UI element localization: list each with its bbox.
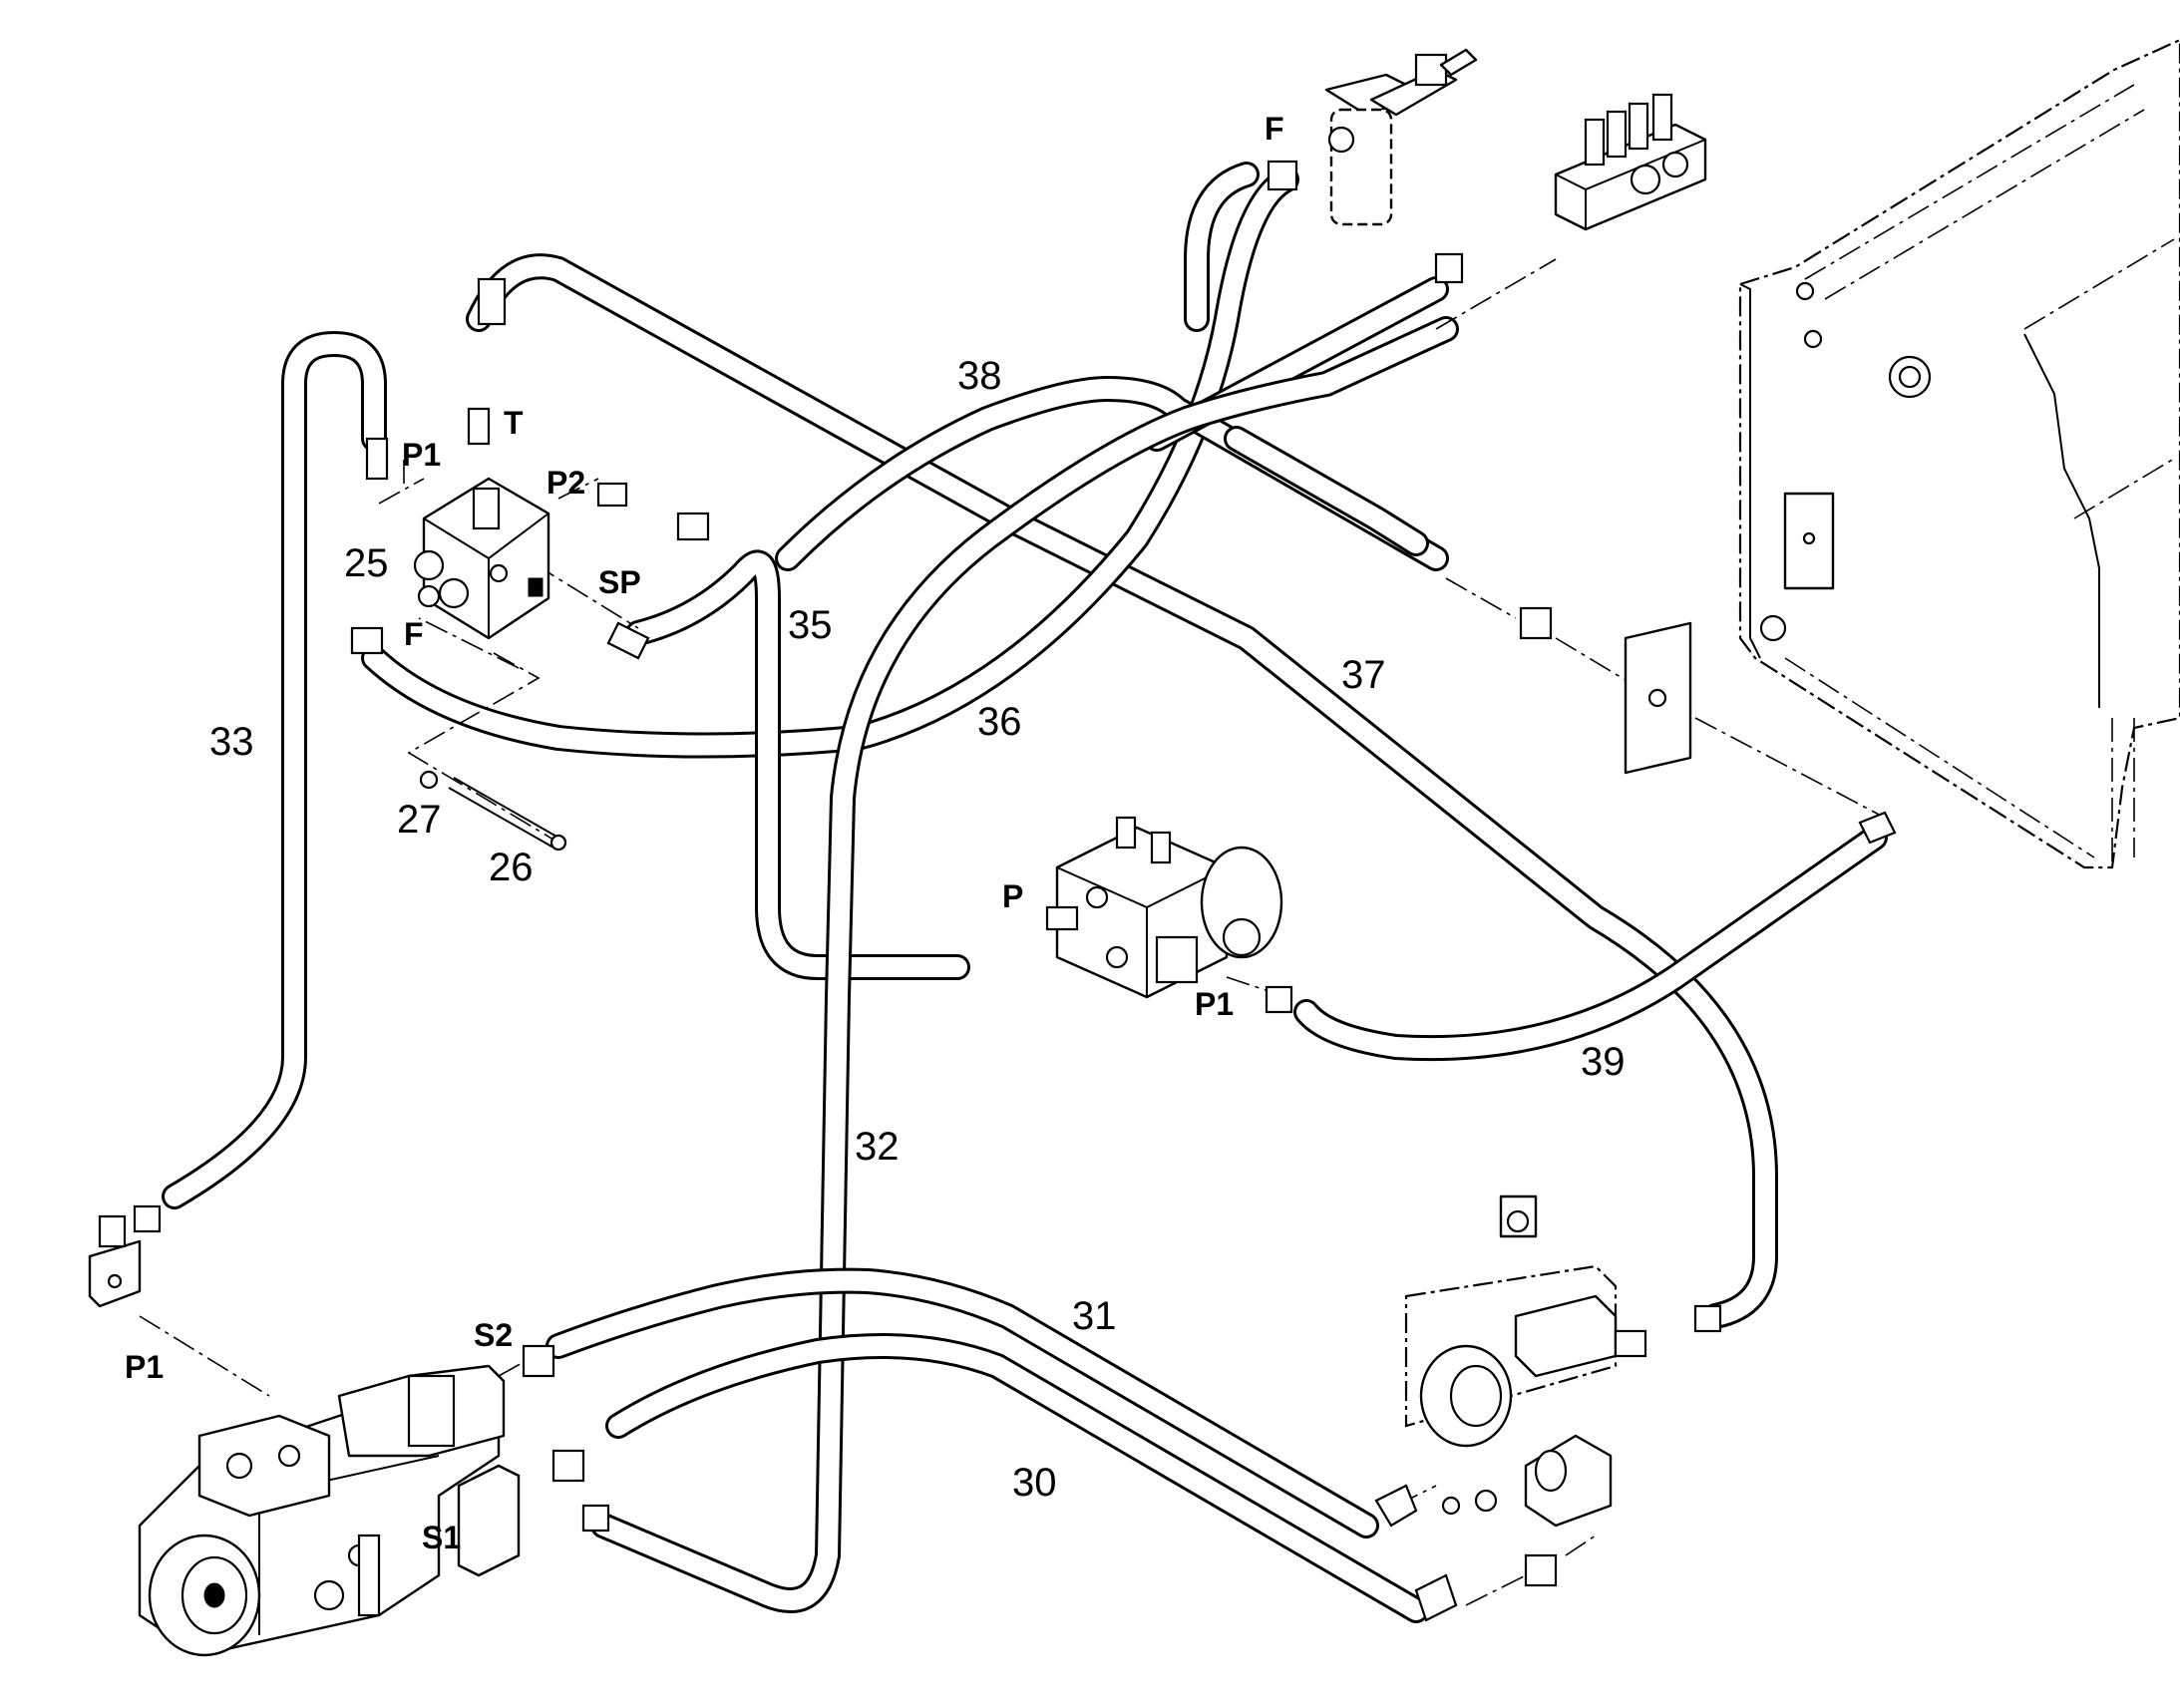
port-label-f-filter: F [1265, 111, 1284, 147]
hose-33 [162, 331, 387, 1209]
brake-valve-block [1045, 606, 1897, 1014]
port-label-p2-valve: P2 [546, 465, 585, 501]
callout-31: 31 [1072, 1294, 1117, 1338]
port-labels: P1 T P2 SP F F P P1 S2 S1 P1 [125, 111, 1284, 1555]
drive-motor-housing [1374, 1195, 1722, 1622]
port-label-p1-valve: P1 [402, 437, 441, 473]
callout-26: 26 [489, 846, 534, 889]
hose-filter-feed [1184, 162, 1260, 332]
callout-32: 32 [855, 1125, 900, 1169]
hose-31 [545, 1267, 1379, 1538]
port-label-s2-pump: S2 [474, 1317, 513, 1353]
hose-30 [605, 1333, 1429, 1623]
port-label-s1-pump: S1 [422, 1520, 461, 1555]
callout-38: 38 [957, 354, 1002, 398]
machine-frame [1738, 38, 2180, 869]
callout-30: 30 [1012, 1461, 1057, 1505]
callout-36: 36 [977, 700, 1022, 744]
callout-39: 39 [1581, 1040, 1626, 1084]
hose-36 [361, 167, 1299, 759]
hose-tank-return [1224, 426, 1429, 556]
leader-lines [139, 258, 1886, 1606]
port-label-p-brake: P [1002, 878, 1023, 914]
port-label-f-valve: F [404, 616, 424, 652]
hose-38 [466, 253, 1778, 1329]
hydraulic-pump [88, 1204, 610, 1657]
directional-valve [1434, 93, 1707, 284]
callout-37: 37 [1341, 653, 1386, 697]
port-label-p1-brake: P1 [1195, 986, 1234, 1022]
callout-27: 27 [397, 798, 442, 842]
port-label-t-valve: T [504, 405, 524, 441]
port-label-p1-pump: P1 [125, 1349, 164, 1385]
hose-37-upper [775, 376, 1449, 571]
port-label-sp-valve: SP [598, 564, 641, 600]
hose-35 [625, 549, 970, 980]
hose-39-return [1293, 825, 1888, 1062]
valve-block-25 [350, 277, 710, 852]
filter-assembly [1267, 48, 1478, 226]
hose-32 [590, 316, 1459, 1613]
callout-33: 33 [209, 720, 254, 764]
callout-25: 25 [344, 541, 389, 585]
callout-35: 35 [788, 603, 833, 647]
callout-labels: 25 26 27 30 31 32 33 35 36 37 38 39 [209, 354, 1626, 1505]
